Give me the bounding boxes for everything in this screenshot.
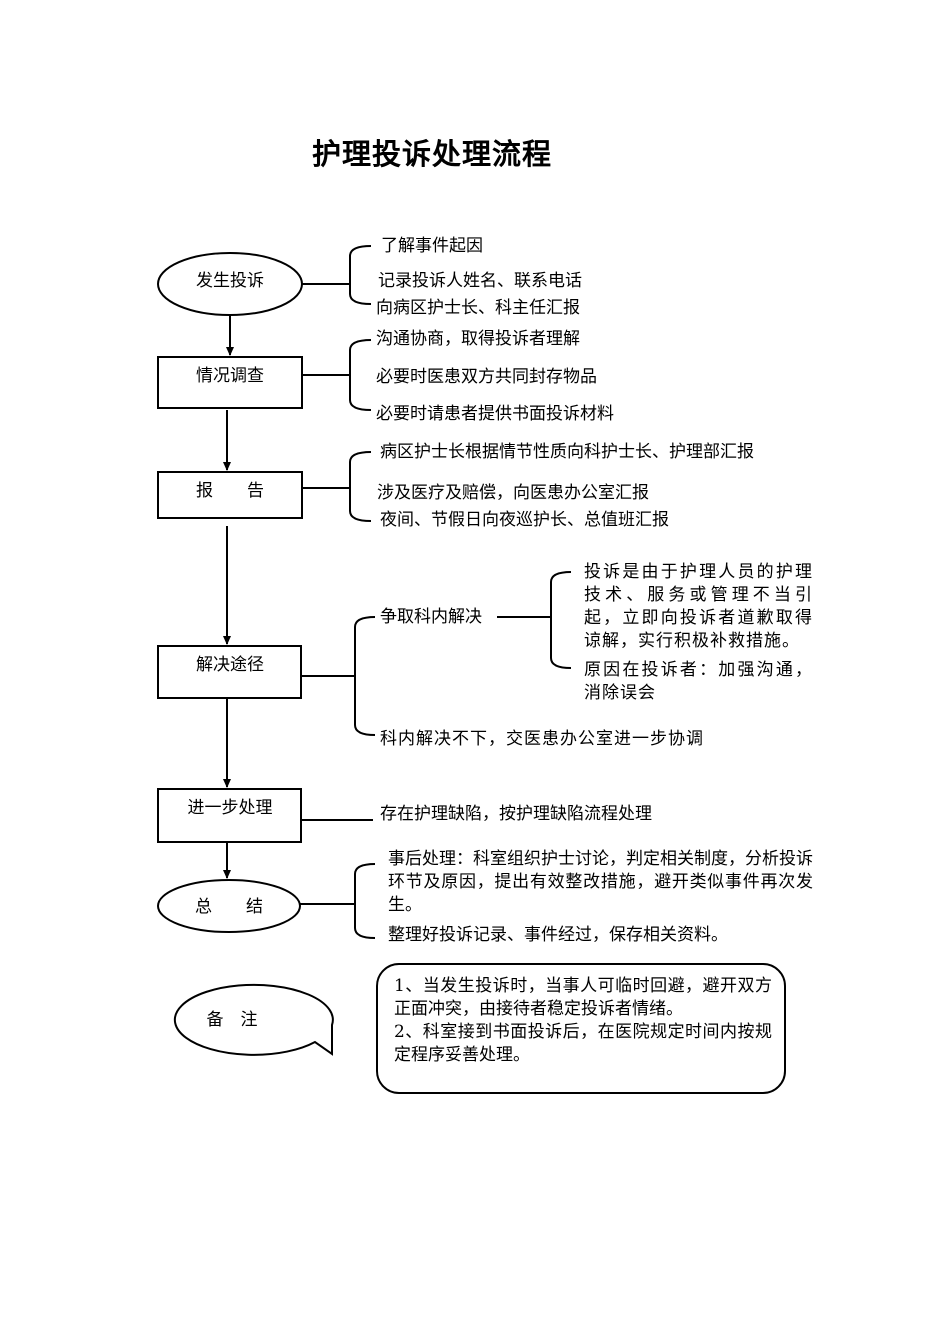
node-investigate-label: 情况调查 xyxy=(196,366,264,386)
node-further-label: 进一步处理 xyxy=(187,798,273,818)
node-complaint-label: 发生投诉 xyxy=(196,271,264,291)
bracket-summary xyxy=(354,863,376,939)
investigate-item: 必要时请患者提供书面投诉材料 xyxy=(376,404,614,424)
node-remark-label: 备 注 xyxy=(206,1010,258,1030)
bracket-dept xyxy=(550,571,572,669)
investigate-item: 必要时医患双方共同封存物品 xyxy=(376,367,597,387)
node-investigate-shape xyxy=(157,356,303,409)
node-summary-label: 总 结 xyxy=(195,897,263,917)
report-item: 涉及医疗及赔偿，向医患办公室汇报 xyxy=(377,483,649,503)
resolve-branch-complainant: 原因在投诉者：加强沟通，消除误会 xyxy=(584,660,813,703)
node-summary-shape xyxy=(157,879,301,933)
node-report-shape xyxy=(157,471,303,519)
resolve-dept: 争取科内解决 xyxy=(380,607,482,627)
bracket-resolve xyxy=(354,616,376,736)
complaint-item: 向病区护士长、科主任汇报 xyxy=(376,298,580,318)
remark-text: 1、当发生投诉时，当事人可临时回避，避开双方正面冲突，由接待者稳定投诉者情绪。 xyxy=(394,976,772,1019)
node-resolve-label: 解决途径 xyxy=(196,655,264,675)
resolve-escalate: 科内解决不下，交医患办公室进一步协调 xyxy=(380,729,704,749)
resolve-branch-staff: 投诉是由于护理人员的护理技术、服务或管理不当引起，立即向投诉者道歉取得谅解，实行… xyxy=(584,562,813,651)
bracket-investigate xyxy=(349,339,372,411)
remark-box-shape xyxy=(376,963,786,1094)
bracket-report xyxy=(349,451,372,522)
report-item: 夜间、节假日向夜巡护长、总值班汇报 xyxy=(380,510,669,530)
summary-item: 事后处理：科室组织护士讨论，判定相关制度，分析投诉环节及原因，提出有效整改措施，… xyxy=(388,849,813,915)
report-item: 病区护士长根据情节性质向科护士长、护理部汇报 xyxy=(380,442,754,462)
node-remark-shape xyxy=(173,983,334,1056)
investigate-item: 沟通协商，取得投诉者理解 xyxy=(376,329,580,349)
further-item: 存在护理缺陷，按护理缺陷流程处理 xyxy=(380,804,652,824)
summary-item: 整理好投诉记录、事件经过，保存相关资料。 xyxy=(388,925,728,945)
bracket-complaint xyxy=(349,245,372,305)
node-further-shape xyxy=(157,788,302,843)
node-report-label: 报 告 xyxy=(196,481,264,501)
complaint-item: 记录投诉人姓名、联系电话 xyxy=(378,271,582,291)
page-title: 护理投诉处理流程 xyxy=(312,137,553,171)
complaint-item: 了解事件起因 xyxy=(381,236,483,256)
remark-text: 2、科室接到书面投诉后，在医院规定时间内按规定程序妥善处理。 xyxy=(394,1022,772,1065)
node-resolve-shape xyxy=(157,645,302,699)
